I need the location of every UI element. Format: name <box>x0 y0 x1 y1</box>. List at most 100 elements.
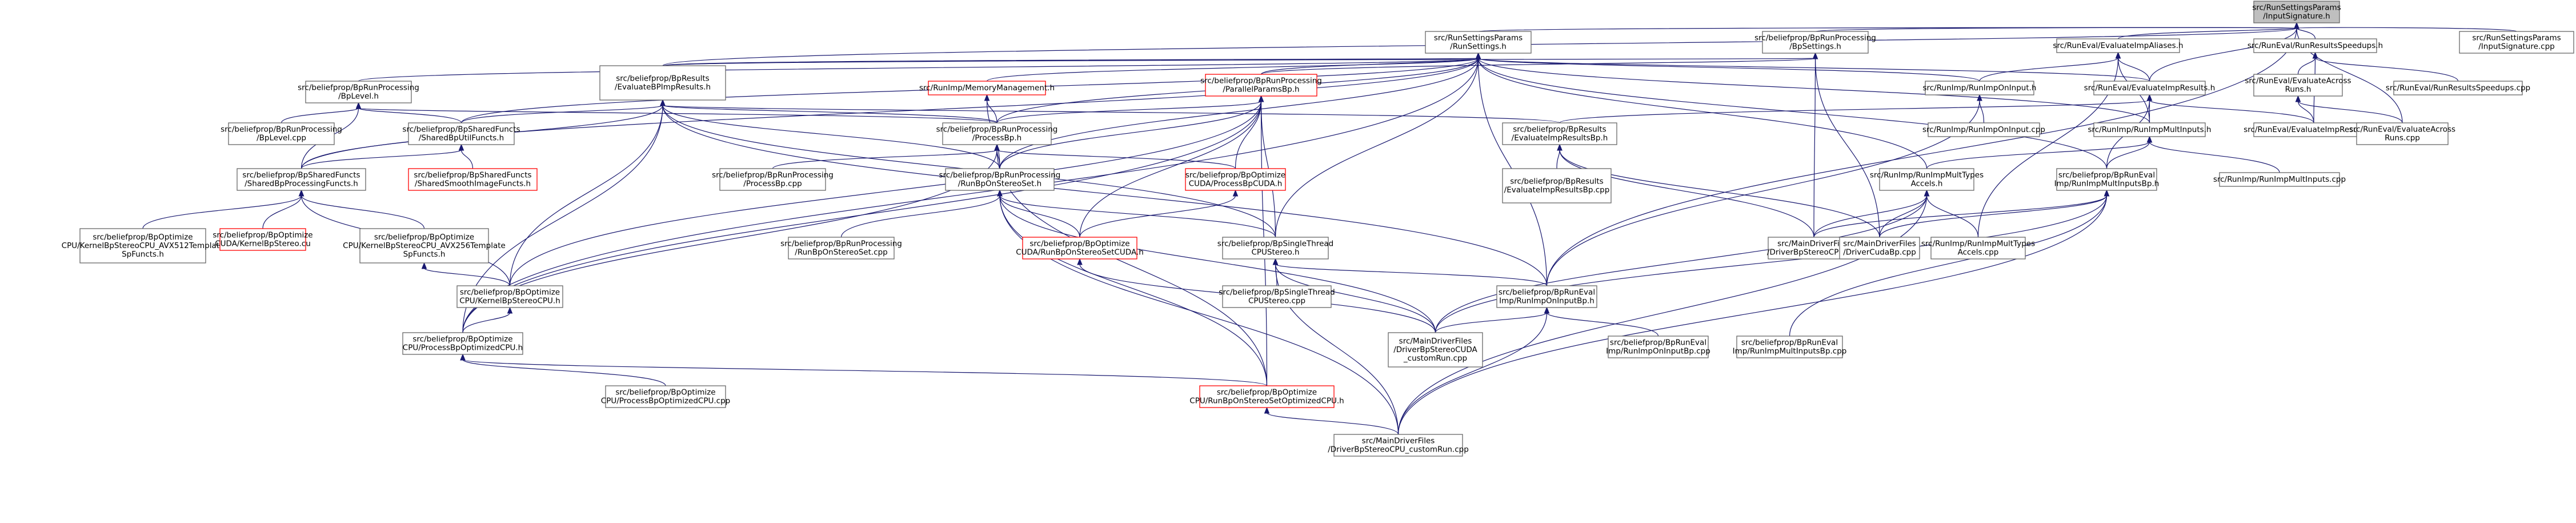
graph-node-memmgmt[interactable]: src/RunImp/MemoryManagement.h <box>919 81 1055 95</box>
graph-node-speedups[interactable]: src/RunEval/RunResultsSpeedups.h <box>2248 38 2383 53</box>
edge-line <box>1546 312 1659 337</box>
graph-node-processbpcpp[interactable]: src/beliefprop/BpRunProcessing/ProcessBp… <box>712 168 834 191</box>
edge-line <box>1397 195 1928 435</box>
node-box <box>942 122 1052 145</box>
edge-arrowhead <box>458 143 464 151</box>
graph-node-rs[interactable]: src/RunSettingsParams/RunSettings.h <box>1425 31 1532 54</box>
edge-arrowhead <box>2295 95 2301 102</box>
graph-node-multinputscpp[interactable]: src/RunImp/RunImpMultInputs.cpp <box>2213 172 2346 187</box>
edge-singlethread-to-runevalonin <box>1272 258 1548 286</box>
edge-line <box>1477 58 2150 123</box>
edge-line <box>262 195 302 229</box>
graph-node-runevalonin[interactable]: src/beliefprop/BpRunEvalImp/RunImpOnInpu… <box>1496 285 1597 308</box>
edge-bpeval-to-processbp <box>660 99 997 123</box>
edge-arrowhead <box>1557 143 1563 151</box>
graph-node-evalaliases[interactable]: src/RunEval/EvaluateImpAliases.h <box>2053 38 2184 53</box>
node-label-line: /ProcessBp.cpp <box>743 179 802 189</box>
graph-node-speedupscpp[interactable]: src/RunEval/RunResultsSpeedups.cpp <box>2386 81 2530 95</box>
graph-node-processcuda[interactable]: src/beliefprop/BpOptimizeCUDA/ProcessBpC… <box>1185 168 1286 191</box>
edge-arrowhead <box>984 94 990 101</box>
edge-processbp-to-processcuda <box>994 143 1236 169</box>
graph-node-insigcpp[interactable]: src/RunSettingsParams/InputSignature.cpp <box>2459 31 2574 54</box>
graph-node-avx256[interactable]: src/beliefprop/BpOptimizeCPU/KernelBpSte… <box>343 228 506 264</box>
edge-arrowhead <box>2312 51 2318 59</box>
graph-node-kernelcpu[interactable]: src/beliefprop/BpOptimizeCPU/KernelBpSte… <box>456 285 563 308</box>
graph-node-drivercudacustom[interactable]: src/MainDriverFiles/DriverBpStereoCUDA_c… <box>1388 332 1483 368</box>
edge-line <box>1559 149 1814 238</box>
edge-arrowhead <box>2104 189 2110 197</box>
graph-node-sharedsmooth[interactable]: src/beliefprop/BpSharedFuncts/SharedSmoo… <box>408 168 538 191</box>
edge-line <box>1979 99 1985 123</box>
graph-node-drivercuda[interactable]: src/MainDriverFiles/DriverCudaBp.cpp <box>1839 237 1920 259</box>
graph-node-singlethreadcpp[interactable]: src/beliefprop/BpSingleThreadCPUStereo.c… <box>1219 285 1335 308</box>
node-box <box>945 168 1055 191</box>
graph-node-runevaloncpp[interactable]: src/beliefprop/BpRunEvalImp/RunImpOnInpu… <box>1606 336 1710 358</box>
graph-node-runbpcuda[interactable]: src/beliefprop/BpOptimizeCUDA/RunBpOnSte… <box>1016 237 1144 259</box>
graph-node-root[interactable]: src/RunSettingsParams/InputSignature.h <box>2252 1 2341 23</box>
node-box <box>1022 237 1137 259</box>
edge-arrowhead <box>1544 306 1550 314</box>
graph-node-avx512[interactable]: src/beliefprop/BpOptimizeCPU/KernelBpSte… <box>62 228 225 264</box>
graph-node-onimpin[interactable]: src/RunImp/RunImpOnInput.h <box>1923 81 2037 95</box>
graph-node-kernelcu[interactable]: src/beliefprop/BpOptimizeCUDA/KernelBpSt… <box>213 228 313 251</box>
node-label-line: src/beliefprop/BpOptimize <box>93 233 193 242</box>
node-label-line: src/RunEval/RunResultsSpeedups.cpp <box>2386 83 2530 93</box>
node-label-line: /InputSignature.h <box>2263 12 2330 21</box>
graph-node-processbp[interactable]: src/beliefprop/BpRunProcessing/ProcessBp… <box>936 122 1058 145</box>
graph-node-bpevalres[interactable]: src/beliefprop/BpResults/EvaluateImpResu… <box>1502 122 1617 145</box>
graph-node-evalrescpp[interactable]: src/RunEval/EvaluateImpResults.cpp <box>2244 122 2384 137</box>
edge-arrowhead <box>1264 406 1270 414</box>
node-label-line: Imp/RunImpMultInputsBp.h <box>2054 179 2160 189</box>
graph-node-onimpcpp[interactable]: src/RunImp/RunImpOnInput.cpp <box>1922 122 2045 137</box>
graph-node-bplevel[interactable]: src/beliefprop/BpRunProcessing/BpLevel.h <box>298 81 419 103</box>
graph-node-runbpopt[interactable]: src/beliefprop/BpOptimizeCPU/RunBpOnSter… <box>1189 385 1344 408</box>
edge-line <box>358 107 462 123</box>
node-label-line: src/RunSettingsParams <box>1434 34 1523 43</box>
graph-node-runbpstereo[interactable]: src/beliefprop/BpRunProcessing/RunBpOnSt… <box>939 168 1061 191</box>
graph-node-processoptcpp[interactable]: src/beliefprop/BpOptimizeCPU/ProcessBpOp… <box>601 385 730 408</box>
edge-runevalonin-to-drivercpucustom <box>1397 306 1550 435</box>
edge-arrowhead <box>507 306 513 314</box>
graph-node-sharedutil[interactable]: src/beliefprop/BpSharedFuncts/SharedBpUt… <box>402 122 520 145</box>
edge-line <box>281 107 359 123</box>
node-box <box>1879 168 1974 191</box>
graph-node-sharedproc[interactable]: src/beliefprop/BpSharedFuncts/SharedBpPr… <box>237 168 366 191</box>
node-label-line: src/beliefprop/BpRunProcessing <box>936 125 1058 134</box>
node-label-line: src/beliefprop/BpRunProcessing <box>1754 34 1876 43</box>
node-box <box>2253 74 2343 97</box>
graph-node-bpsettings[interactable]: src/beliefprop/BpRunProcessing/BpSetting… <box>1754 31 1876 54</box>
graph-node-evalres[interactable]: src/RunEval/EvaluateImpResults.h <box>2084 81 2216 95</box>
edge-line <box>1477 27 2297 32</box>
graph-node-runevalmult[interactable]: src/beliefprop/BpRunEvalImp/RunImpMultIn… <box>2054 168 2160 191</box>
edge-processcuda-to-runbpcuda <box>1079 189 1239 238</box>
graph-node-bplevelcpp[interactable]: src/beliefprop/BpRunProcessing/BpLevel.c… <box>221 122 342 145</box>
edge-arrowhead <box>997 189 1003 197</box>
graph-node-drivercpucustom[interactable]: src/MainDriverFiles/DriverBpStereoCPU_cu… <box>1328 434 1469 457</box>
node-label-line: src/beliefprop/BpSingleThread <box>1219 288 1335 297</box>
edge-line <box>996 149 1236 169</box>
edge-line <box>1275 264 1548 286</box>
graph-node-runevalmultcpp[interactable]: src/beliefprop/BpRunEvalImp/RunImpMultIn… <box>1733 336 1847 358</box>
node-label-line: CUDA/RunBpOnStereoSetCUDA.h <box>1016 248 1144 257</box>
graph-node-bpeval[interactable]: src/beliefprop/BpResults/EvaluateBPImpRe… <box>599 65 726 101</box>
graph-node-multinputs[interactable]: src/RunImp/RunImpMultInputs.h <box>2088 122 2212 137</box>
edge-arrowhead <box>1272 258 1279 265</box>
node-label-line: src/RunImp/RunImpMultInputs.h <box>2088 125 2211 134</box>
graph-node-processopt[interactable]: src/beliefprop/BpOptimizeCPU/ProcessBpOp… <box>402 332 523 355</box>
edge-line <box>1235 101 1262 169</box>
node-label-line: src/beliefprop/BpOptimize <box>412 335 512 344</box>
edge-line <box>2297 101 2314 123</box>
node-label-line: src/beliefprop/BpOptimize <box>1185 171 1285 180</box>
graph-node-runbpstereocpp[interactable]: src/beliefprop/BpRunProcessing/RunBpOnSt… <box>780 237 902 259</box>
edge-line <box>999 101 1262 169</box>
graph-node-bpevalrescpp[interactable]: src/beliefprop/BpResults/EvaluateImpResu… <box>1502 168 1612 203</box>
edge-arrowhead <box>2294 22 2299 29</box>
graph-node-parallel[interactable]: src/beliefprop/BpRunProcessing/ParallelP… <box>1200 74 1322 97</box>
node-label-line: src/beliefprop/BpResults <box>1513 125 1606 134</box>
